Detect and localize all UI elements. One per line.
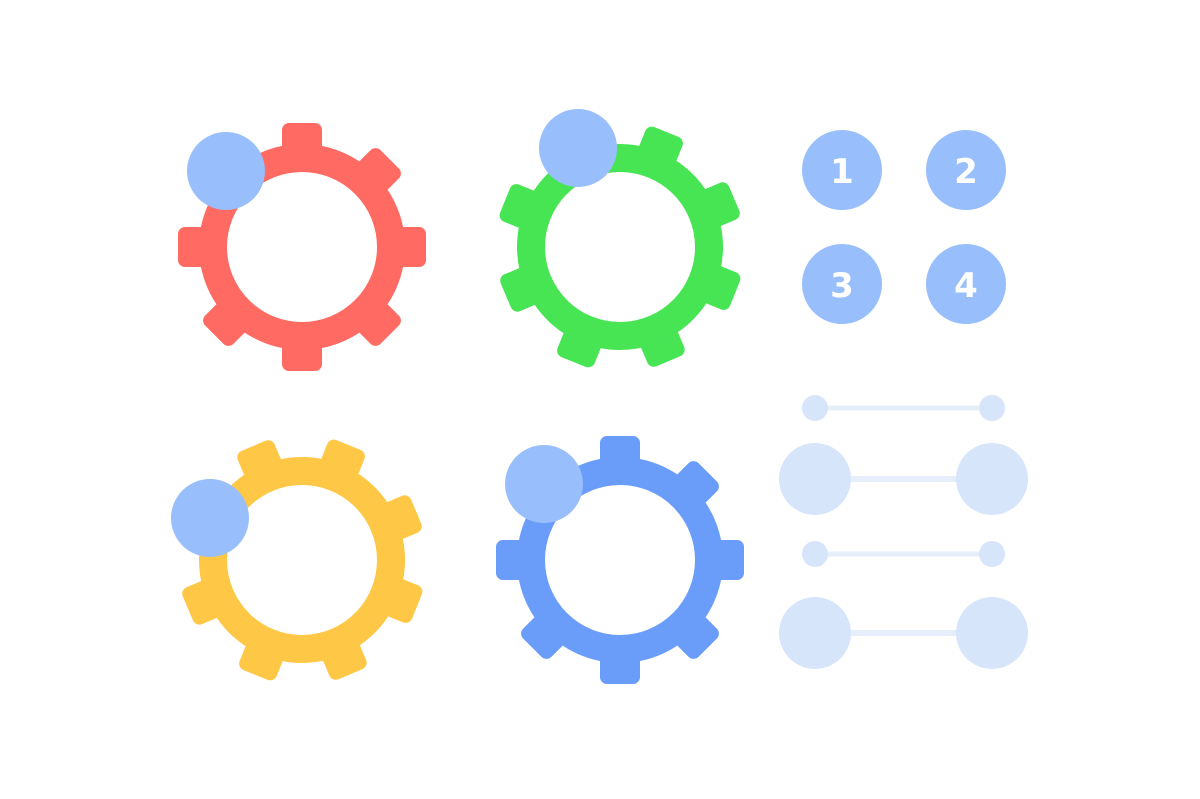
yellow-gear-accent-dot (171, 479, 249, 557)
connector-node-left (802, 395, 828, 421)
connector-row (779, 597, 1028, 669)
connector-row (802, 395, 1005, 421)
connector-node-right (979, 541, 1005, 567)
connector-node-left (779, 597, 851, 669)
connector-node-left (779, 443, 851, 515)
accent-dot-group (171, 109, 617, 557)
green-gear-accent-dot (539, 109, 617, 187)
connector-row (779, 443, 1028, 515)
connector-node-right (979, 395, 1005, 421)
step-badge-3: 3 (802, 244, 882, 324)
connector-node-right (956, 443, 1028, 515)
connector-node-left (802, 541, 828, 567)
connector-node-right (956, 597, 1028, 669)
step-number-2: 2 (954, 152, 978, 192)
step-badge-1: 1 (802, 130, 882, 210)
numbered-steps-group: 1 2 3 4 (802, 130, 1006, 324)
step-badge-2: 2 (926, 130, 1006, 210)
step-number-1: 1 (830, 152, 854, 192)
blue-gear-accent-dot (505, 445, 583, 523)
yellow-gear-icon (181, 439, 423, 681)
connector-list-group (779, 395, 1028, 669)
red-gear-accent-dot (187, 132, 265, 210)
step-badge-4: 4 (926, 244, 1006, 324)
green-gear-icon (499, 126, 741, 368)
step-number-4: 4 (954, 266, 978, 306)
step-number-3: 3 (830, 266, 854, 306)
connector-row (802, 541, 1005, 567)
